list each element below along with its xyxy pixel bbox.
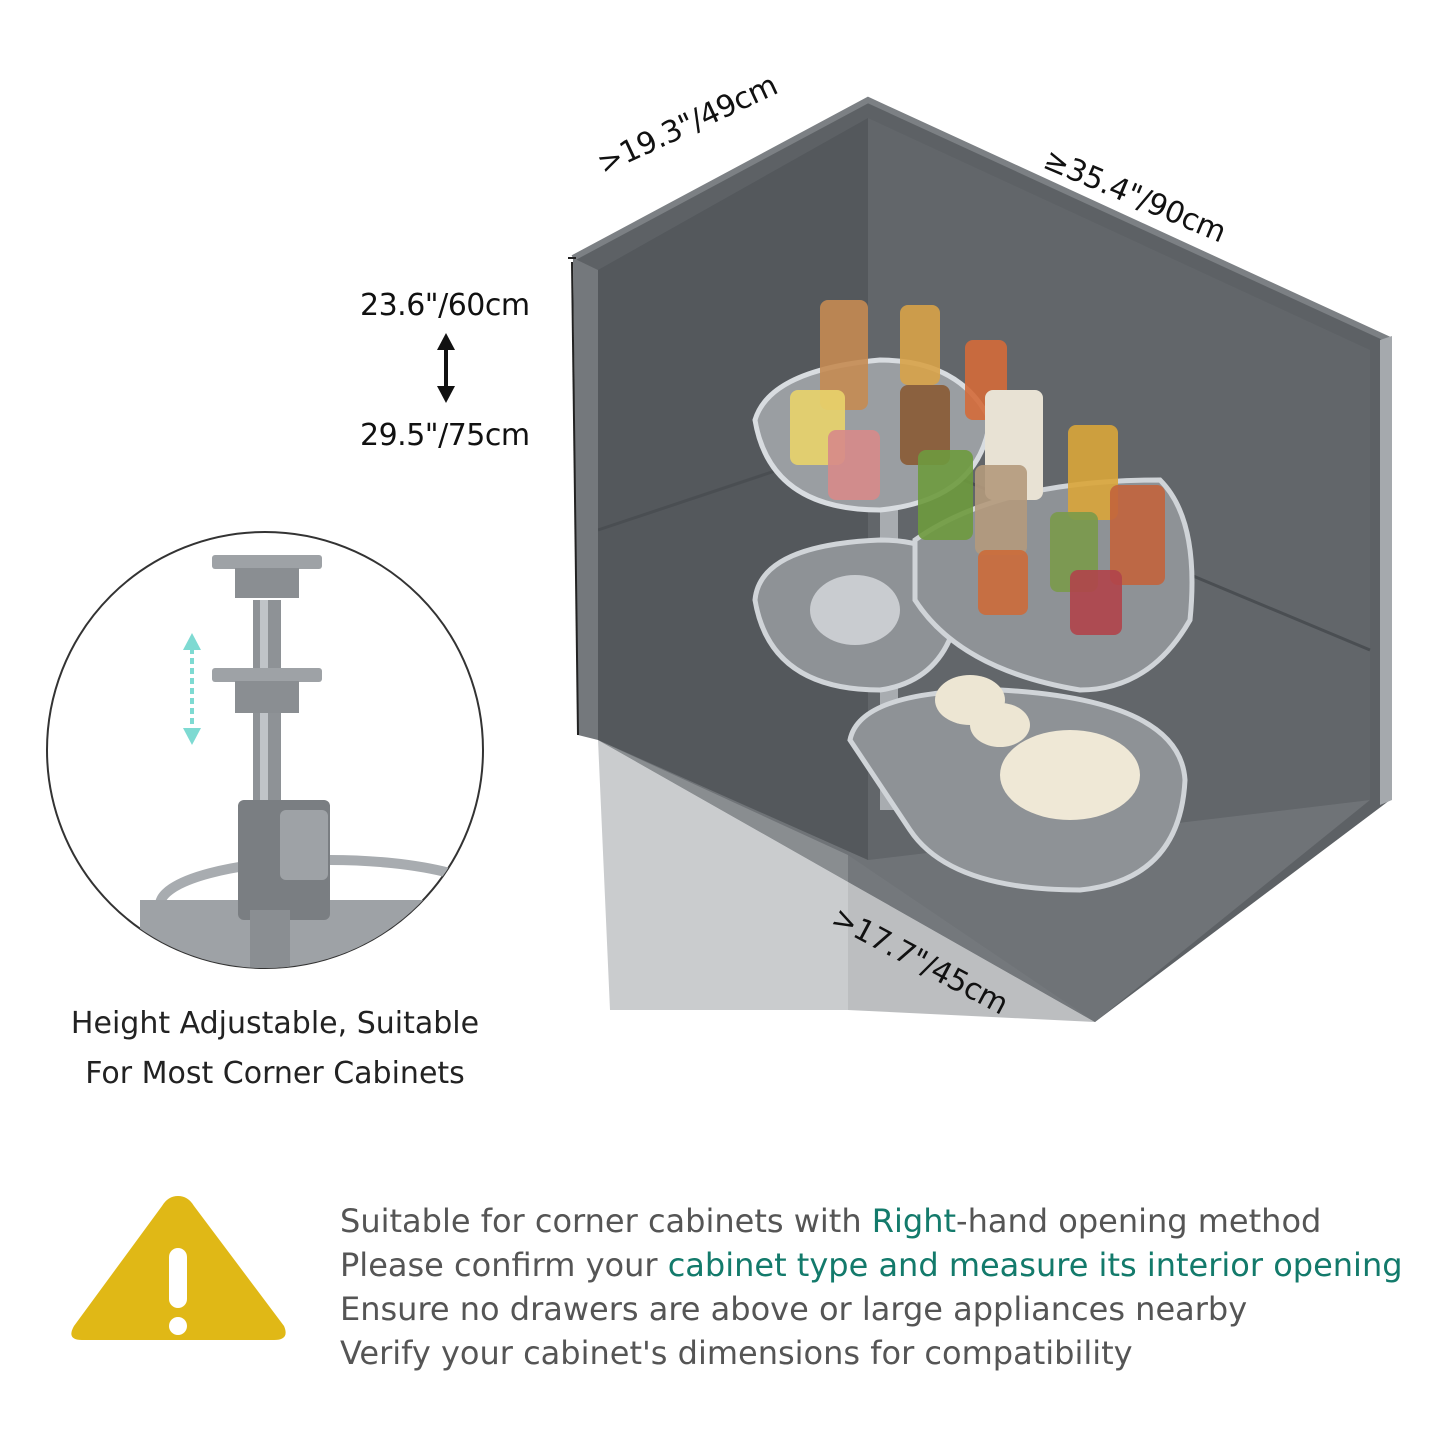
dimension-lines (568, 257, 579, 736)
pole-detail-zoom (46, 531, 484, 969)
lazy-susan-shelves (752, 300, 1195, 893)
cabinet-illustration (46, 96, 1392, 1022)
note-line-2: Please confirm your cabinet type and mea… (340, 1246, 1403, 1284)
height-min-label: 23.6"/60cm (360, 288, 530, 323)
note-line-3: Ensure no drawers are above or large app… (340, 1290, 1248, 1328)
height-max-label: 29.5"/75cm (360, 418, 530, 453)
double-arrow-vertical-icon (437, 333, 455, 403)
note-line-1: Suitable for corner cabinets with Right-… (340, 1202, 1322, 1240)
note-line-4: Verify your cabinet's dimensions for com… (340, 1334, 1133, 1372)
adjust-arrow-icon (183, 633, 201, 745)
corner-cabinet (571, 96, 1392, 1022)
caption-line-1: Height Adjustable, Suitable (70, 1006, 480, 1041)
warning-triangle-icon (71, 1196, 286, 1340)
caption-line-2: For Most Corner Cabinets (85, 1056, 465, 1091)
